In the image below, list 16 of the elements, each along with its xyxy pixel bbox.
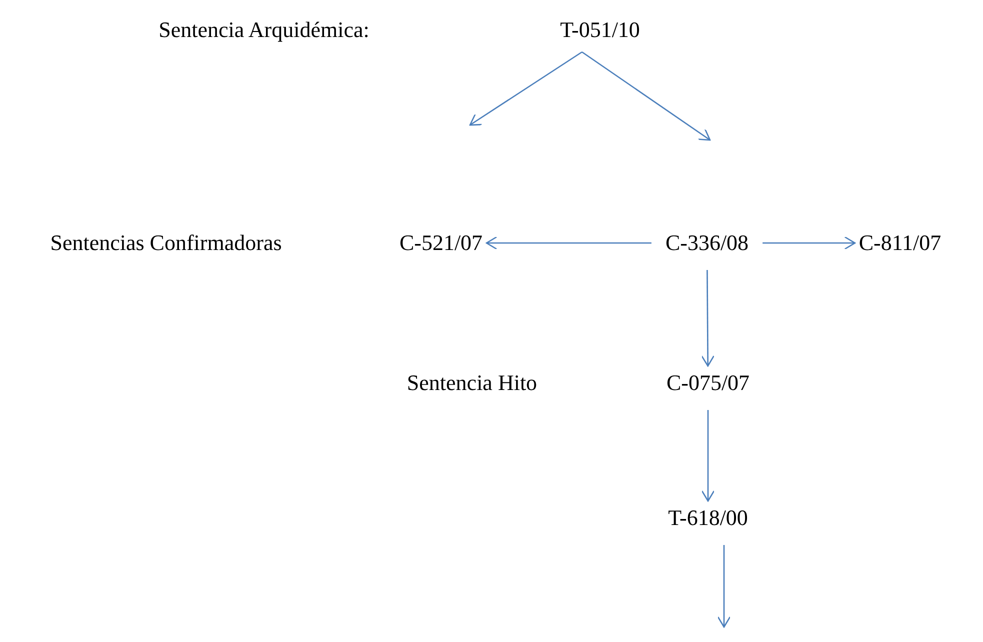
arrow: [717, 545, 731, 628]
case-reference: C-336/08: [665, 230, 749, 256]
case-reference: C-521/07: [399, 230, 483, 256]
category-label: Sentencia Hito: [406, 370, 538, 396]
case-reference: T-618/00: [668, 505, 748, 531]
arrow: [469, 51, 582, 126]
category-label: Sentencias Confirmadoras: [50, 230, 282, 256]
case-reference: C-075/07: [666, 370, 750, 396]
arrow: [762, 236, 856, 250]
case-reference: T-051/10: [560, 17, 640, 43]
arrow: [582, 51, 711, 141]
case-reference: C-811/07: [858, 230, 942, 256]
arrow: [701, 270, 714, 367]
category-label: Sentencia Arquidémica:: [158, 17, 370, 43]
arrow: [701, 410, 715, 502]
arrow: [486, 236, 652, 250]
